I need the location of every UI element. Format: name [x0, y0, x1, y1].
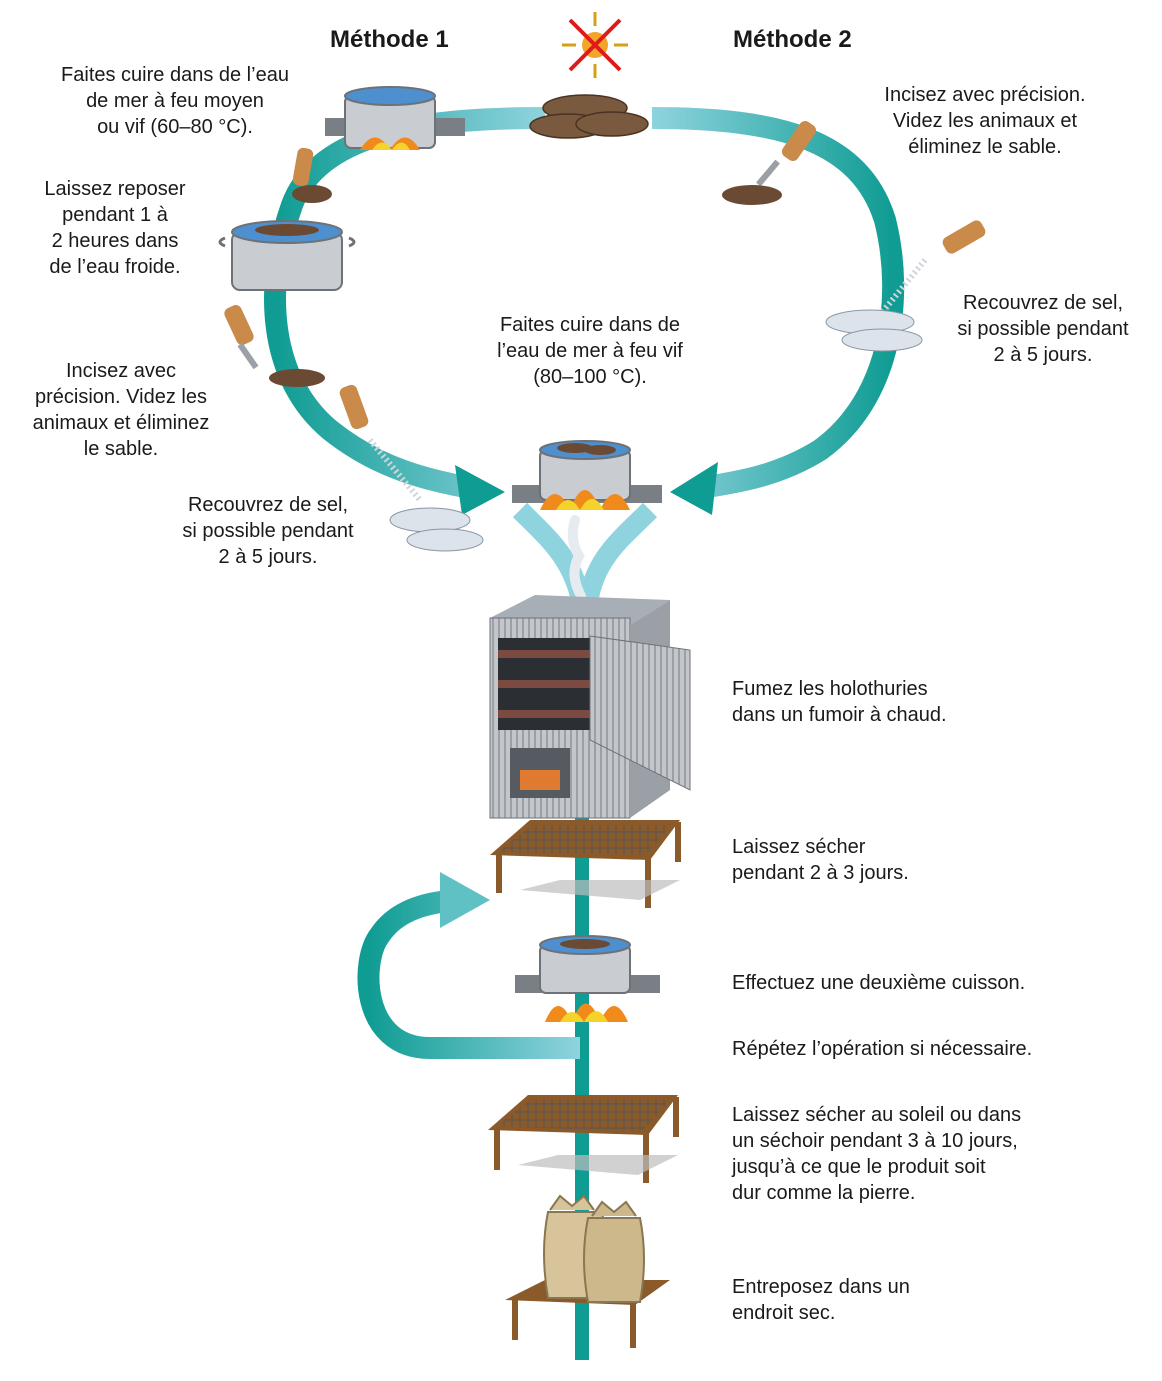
hand-holding-holothurian-icon: [292, 147, 332, 203]
pot-icon-method1: [325, 86, 465, 150]
repeat-arrowhead: [440, 872, 490, 928]
merge-right: [577, 502, 658, 612]
pot-icon-center: [512, 440, 662, 601]
common-step-boil-hot: Faites cuire dans de l’eau de mer à feu …: [497, 314, 683, 388]
method1-title: Méthode 1: [330, 26, 449, 53]
smoker-icon: [489, 595, 691, 819]
pot-icon-second-cooking: [515, 935, 660, 1022]
common-step-dry-short: Laissez sécher pendant 2 à 3 jours.: [732, 836, 909, 884]
method1-arrowhead: [455, 465, 505, 515]
method1-step-boil: Faites cuire dans de l’eau de mer à feu …: [61, 64, 289, 138]
method2-arrow-path: [651, 107, 905, 499]
method2-title: Méthode 2: [733, 26, 852, 53]
drying-rack-icon-2: [488, 1095, 679, 1183]
method1-step-salt: Recouvrez de sel, si possible pendant 2 …: [182, 494, 354, 568]
drying-rack-icon-1: [490, 820, 681, 908]
method2-step-gut: Incisez avec précision. Videz les animau…: [884, 84, 1086, 158]
common-step-dry-long: Laissez sécher au soleil ou dans un séch…: [732, 1104, 1022, 1204]
knife-hand-icon-method2: [722, 120, 817, 205]
method1-arrow-path: [264, 107, 546, 499]
method2-arrowhead: [670, 462, 718, 515]
smoker-racks: [498, 650, 590, 718]
crossed-out-sun-icon: [562, 12, 628, 78]
common-step-second-cooking: Effectuez une deuxième cuisson.: [732, 972, 1026, 994]
repeat-loop: [357, 889, 580, 1059]
knife-hand-icon-method1: [224, 305, 325, 387]
method1-step-rest: Laissez reposer pendant 1 à 2 heures dan…: [44, 178, 186, 278]
common-step-store: Entreposez dans un endroit sec.: [732, 1276, 910, 1324]
cold-water-pot-icon: [218, 220, 356, 291]
method1-step-gut: Incisez avec précision. Videz les animau…: [32, 360, 210, 460]
method2-step-salt: Recouvrez de sel, si possible pendant 2 …: [957, 292, 1129, 366]
storage-sacks-icon: [505, 1194, 670, 1348]
common-step-repeat: Répétez l’opération si nécessaire.: [732, 1038, 1033, 1060]
raw-holothurians: [529, 94, 649, 139]
hand-salting-icon-method2: [825, 220, 986, 352]
hand-salting-icon-method1: [339, 384, 484, 552]
common-step-smoke: Fumez les holothuries dans un fumoir à c…: [732, 678, 947, 726]
